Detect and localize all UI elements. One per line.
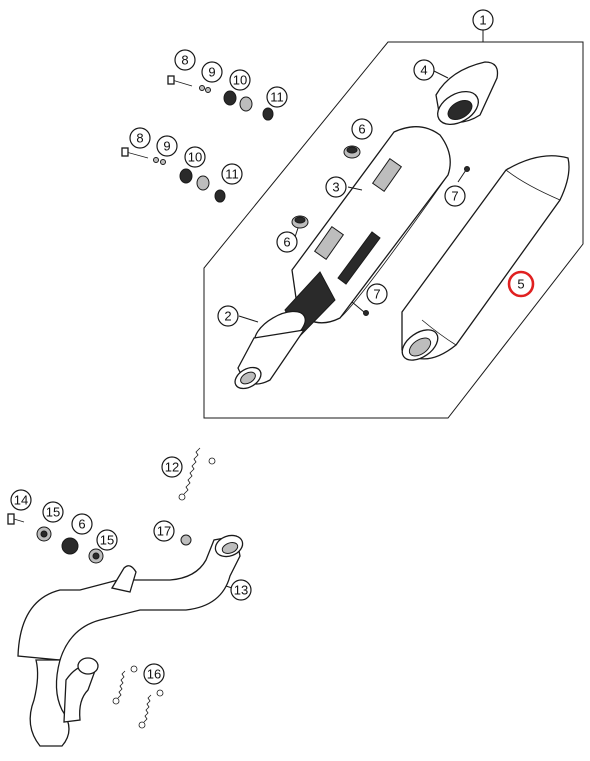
callout-5-label: 5: [517, 277, 524, 292]
part-spring-lower: [112, 665, 164, 729]
callout-9-upper: 9: [201, 61, 223, 83]
callout-13-label: 13: [234, 583, 248, 598]
callout-6-lower: 6: [71, 513, 93, 535]
part-bolt-set-lower: [121, 147, 226, 203]
callout-7-lower-label: 7: [373, 287, 380, 302]
callout-3: 3: [325, 176, 347, 198]
callout-6-lower-label: 6: [78, 517, 85, 532]
part-silencer-body: [291, 126, 451, 324]
callout-8-lower: 8: [129, 127, 151, 149]
part-header-grommet: [61, 537, 79, 555]
part-header-bolt: [7, 513, 25, 525]
callout-10-upper-label: 10: [233, 73, 247, 88]
callout-14: 14: [10, 489, 32, 511]
assembly-outline: [203, 41, 584, 419]
callout-6-upper: 6: [351, 118, 373, 140]
callout-15-left-label: 15: [46, 505, 60, 520]
callout-10-lower: 10: [184, 146, 206, 168]
part-header-washer-left: [36, 526, 52, 542]
callout-11-lower-label: 11: [225, 167, 239, 182]
callout-16: 16: [143, 663, 165, 685]
callout-10-lower-label: 10: [188, 150, 202, 165]
part-header-washer-right: [88, 548, 104, 564]
part-screw-lower: [351, 301, 369, 316]
callout-12-label: 12: [165, 460, 179, 475]
callout-16-label: 16: [147, 667, 161, 682]
callout-10-upper: 10: [229, 69, 251, 91]
callout-14-label: 14: [14, 493, 28, 508]
callout-2: 2: [217, 305, 239, 327]
callout-8-lower-label: 8: [136, 131, 143, 146]
callout-6-middle: 6: [276, 231, 298, 253]
callout-7-lower: 7: [366, 283, 388, 305]
callout-9-lower-label: 9: [163, 139, 170, 154]
callout-7-upper-label: 7: [451, 189, 458, 204]
callout-17: 17: [153, 520, 175, 542]
part-grommet-lower: [291, 215, 309, 241]
part-header-pipe: [17, 534, 244, 747]
callout-12: 12: [161, 456, 183, 478]
callout-3-label: 3: [332, 180, 339, 195]
callout-13: 13: [230, 579, 252, 601]
callout-9-lower: 9: [156, 135, 178, 157]
part-end-cap: [431, 61, 499, 126]
callout-4-label: 4: [420, 63, 427, 78]
part-inlet-cone: [234, 271, 336, 390]
callout-17-label: 17: [157, 524, 171, 539]
part-screw-upper: [457, 166, 470, 183]
callout-5: 5: [507, 270, 535, 298]
callout-1: 1: [472, 9, 494, 31]
part-grommet-upper: [343, 145, 361, 159]
part-spring-upper: [178, 447, 216, 501]
part-muffler-sleeve: [401, 155, 570, 361]
callout-8-upper: 8: [174, 49, 196, 71]
callout-2-label: 2: [224, 309, 231, 324]
callout-8-upper-label: 8: [181, 53, 188, 68]
part-header-nut: [180, 534, 192, 546]
callout-4: 4: [413, 59, 435, 81]
callout-7-upper: 7: [444, 185, 466, 207]
callout-11-lower: 11: [221, 163, 243, 185]
callout-11-upper: 11: [266, 86, 288, 108]
callout-15-right: 15: [96, 529, 118, 551]
part-bolt-set-upper: [167, 75, 274, 121]
callout-1-label: 1: [479, 13, 486, 28]
callout-6-middle-label: 6: [283, 235, 290, 250]
callout-15-right-label: 15: [100, 533, 114, 548]
callout-6-upper-label: 6: [358, 122, 365, 137]
callout-15-left: 15: [42, 501, 64, 523]
callout-9-upper-label: 9: [208, 65, 215, 80]
callout-11-upper-label: 11: [270, 90, 284, 105]
